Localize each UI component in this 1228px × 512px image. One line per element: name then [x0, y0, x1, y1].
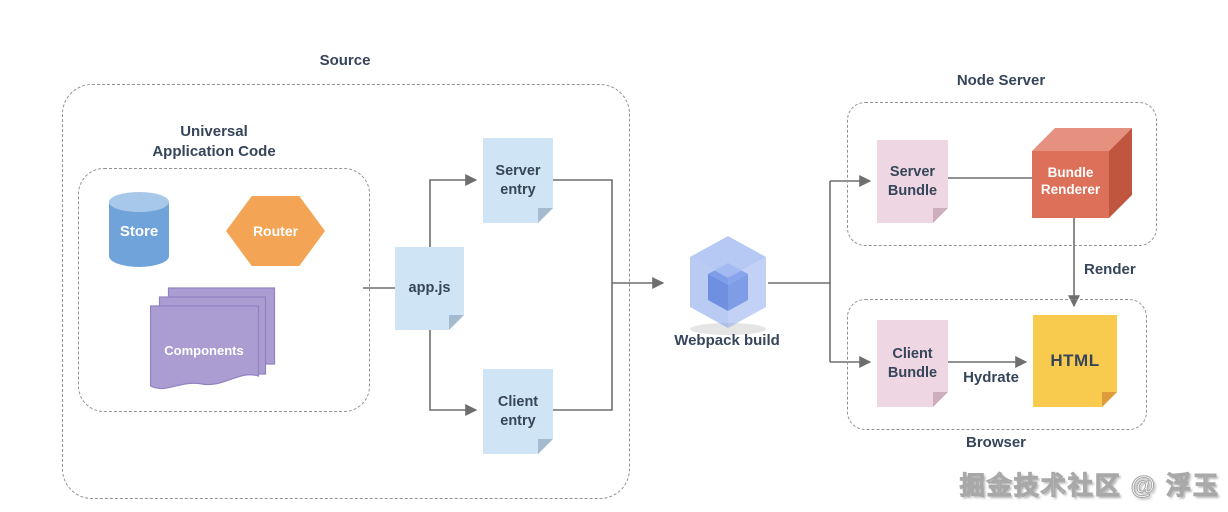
- webpack-build-label: Webpack build: [674, 332, 780, 349]
- universal-application-code-group-box: [78, 168, 370, 412]
- hydrate-edge-label: Hydrate: [963, 369, 1019, 386]
- bundle-renderer-label: Bundle Renderer: [1040, 165, 1101, 197]
- stacked-pages-icon: [149, 287, 276, 390]
- html-label: HTML: [1050, 351, 1100, 371]
- browser-group-label: Browser: [965, 434, 1027, 451]
- server-bundle-label: Server Bundle: [887, 163, 938, 199]
- database-cylinder-icon: [109, 192, 169, 267]
- node-server-group-box: [847, 102, 1157, 246]
- node-server-group-label: Node Server: [956, 72, 1046, 89]
- client-bundle-label: Client Bundle: [887, 345, 938, 381]
- source-group-label: Source: [319, 52, 371, 69]
- render-edge-label: Render: [1084, 261, 1136, 278]
- html-node: HTML: [1033, 315, 1117, 407]
- webpack-build-node: [684, 234, 772, 336]
- app-js-node: app.js: [395, 247, 464, 330]
- components-label: Components: [164, 343, 244, 358]
- watermark-text: 掘金技术社区 @ 浮玉: [959, 472, 1220, 501]
- store-label: Store: [119, 223, 159, 240]
- renderer-cube-icon: [1032, 128, 1132, 218]
- store-node: Store: [108, 191, 170, 269]
- app-js-label: app.js: [408, 280, 451, 297]
- server-entry-label: Server entry: [495, 162, 541, 198]
- browser-group-box: [847, 299, 1147, 430]
- server-bundle-node: Server Bundle: [877, 140, 948, 223]
- components-node: Components: [149, 287, 276, 394]
- client-bundle-node: Client Bundle: [877, 320, 948, 407]
- client-entry-node: Client entry: [483, 369, 553, 454]
- router-label: Router: [252, 223, 299, 239]
- client-entry-label: Client entry: [497, 393, 539, 429]
- server-entry-node: Server entry: [483, 138, 553, 223]
- webpack-cube-icon: [690, 236, 766, 335]
- universal-application-code-label: Universal Application Code: [152, 123, 276, 160]
- source-group-box: [62, 84, 630, 499]
- bundle-renderer-node: Bundle Renderer: [1032, 124, 1133, 219]
